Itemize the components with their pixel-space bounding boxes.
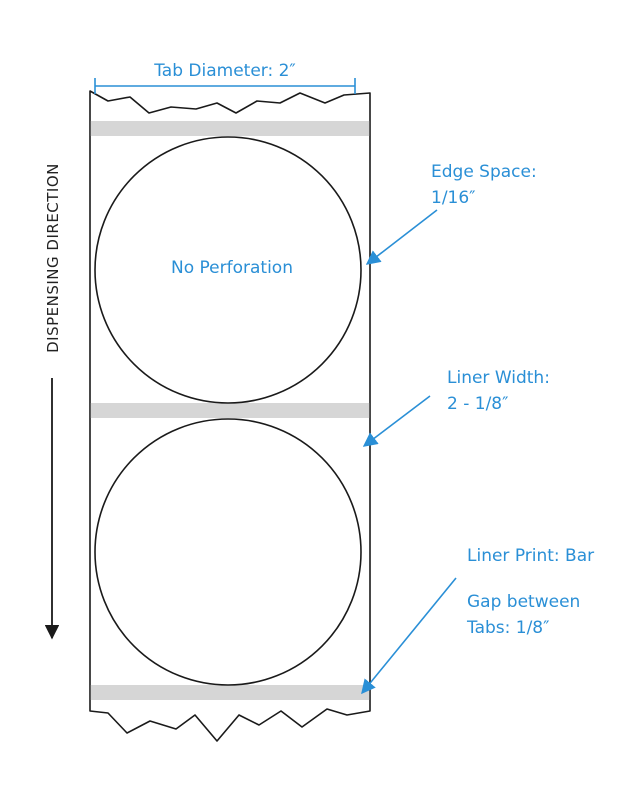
liner-print-bar-bottom	[90, 685, 370, 700]
dispensing-direction-label: DISPENSING DIRECTION	[44, 163, 62, 353]
liner-width-arrow	[362, 395, 431, 447]
liner-print-label: Liner Print: Bar	[467, 546, 594, 566]
edge-space-value: 1/16″	[431, 188, 476, 208]
liner-width-label: Liner Width:	[447, 368, 550, 388]
edge-space-arrow	[365, 209, 438, 265]
tab-diameter-label: Tab Diameter: 2″	[153, 61, 296, 81]
liner-print-arrow	[361, 577, 457, 695]
no-perforation-label: No Perforation	[171, 258, 293, 278]
liner-width-value: 2 - 1/8″	[447, 394, 508, 414]
gap-between-label: Gap between	[467, 592, 580, 612]
round-tab-upper	[94, 136, 362, 404]
liner-print-bar-middle	[90, 403, 370, 418]
round-tab-lower	[94, 418, 362, 686]
gap-between-value: Tabs: 1/8″	[466, 618, 549, 638]
edge-space-label: Edge Space:	[431, 162, 537, 182]
liner-print-bar-top	[90, 121, 370, 136]
